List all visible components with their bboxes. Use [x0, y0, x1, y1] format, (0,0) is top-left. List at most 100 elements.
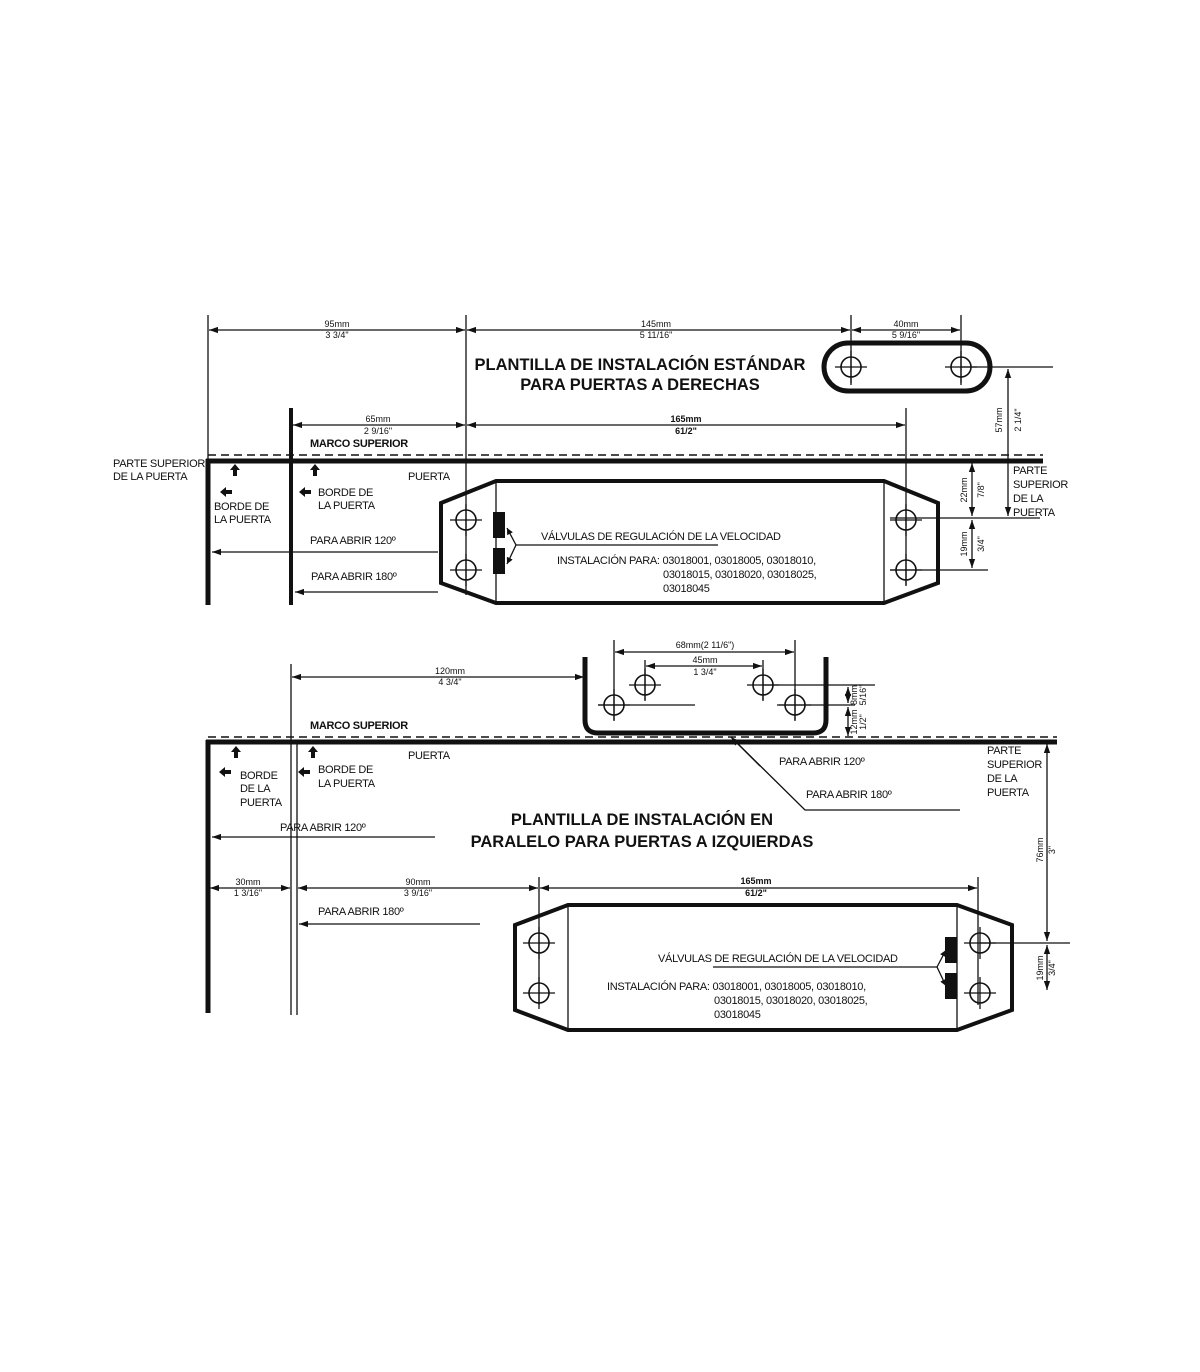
marco-superior-label: MARCO SUPERIOR: [310, 438, 408, 450]
valvulas-label: VÁLVULAS DE REGULACIÓN DE LA VELOCIDAD: [541, 530, 781, 543]
label-text: 2 1/4": [1013, 408, 1023, 431]
door-closer-body: VÁLVULAS DE REGULACIÓN DE LA VELOCIDAD I…: [439, 479, 940, 605]
label-text: 1/2": [858, 714, 868, 730]
dimension-40mm: 40mm 5 9/16": [852, 319, 960, 340]
dimension-145mm: 145mm 5 11/16": [467, 319, 850, 340]
marco-superior-label: MARCO SUPERIOR: [310, 720, 408, 732]
dimension-76mm: 76mm 3": [1035, 744, 1057, 941]
title-line-1: PLANTILLA DE INSTALACIÓN EN: [511, 810, 773, 829]
label-text: PARA ABRIR 120º: [779, 756, 865, 768]
label-text: 12mm: [849, 709, 859, 734]
dimension-57mm: 57mm 2 1/4": [994, 369, 1023, 516]
mounting-hole-icon: [963, 976, 997, 1010]
label-text: DE LA: [1013, 493, 1044, 505]
dimension-68mm: 68mm(2 11/6"): [615, 640, 794, 656]
label-text: 165mm: [670, 414, 701, 424]
label-text: 5 9/16": [892, 330, 920, 340]
label-text: 7/8": [976, 482, 986, 498]
dimension-45mm: 45mm 1 3/4": [646, 655, 762, 677]
label-text: DE LA: [987, 773, 1018, 785]
label-text: 165mm: [740, 876, 771, 886]
bracket-pointer-arrow: [730, 736, 761, 767]
label-text: 1 3/16": [234, 888, 262, 898]
label-text: 22mm: [959, 477, 969, 502]
label-text: 3/4": [976, 536, 986, 552]
dimension-120mm: 120mm 4 3/4": [292, 666, 584, 687]
up-arrow-icon: [230, 464, 240, 476]
label-text: SUPERIOR: [987, 759, 1042, 771]
label-text: 8mm: [849, 685, 859, 705]
label-text: PARA ABRIR 180º: [318, 906, 404, 918]
label-text: 1 3/4": [693, 667, 716, 677]
label-text: 90mm: [405, 877, 430, 887]
label-text: 3 3/4": [325, 330, 348, 340]
dimension-65mm: 65mm 2 9/16": [293, 414, 465, 436]
label-text: PARA ABRIR 180º: [311, 571, 397, 583]
label-text: 2 9/16": [364, 426, 392, 436]
label-text: PARA ABRIR 180º: [806, 789, 892, 801]
dimension-90mm: 90mm 3 9/16": [298, 877, 538, 898]
label-text: BORDE DE: [318, 487, 373, 499]
label-text: 61/2": [745, 888, 767, 898]
label-text: 5 11/16": [640, 330, 673, 340]
label-text: PARA ABRIR 120º: [280, 822, 366, 834]
label-text: PUERTA: [240, 797, 283, 809]
label-text: 19mm: [1035, 955, 1045, 980]
label-text: PARA ABRIR 120º: [310, 535, 396, 547]
up-arrow-icon: [308, 746, 318, 758]
dimension-8mm-12mm: 8mm 5/16" 12mm 1/2": [844, 685, 868, 736]
label-text: LA PUERTA: [318, 500, 376, 512]
mounting-hole-icon: [834, 350, 868, 384]
left-arrow-icon: [299, 487, 311, 497]
label-text: 65mm: [365, 414, 390, 424]
label-text: DE LA PUERTA: [113, 471, 188, 483]
label-text: BORDE: [240, 770, 278, 782]
mounting-hole-icon: [522, 926, 556, 960]
label-text: PUERTA: [987, 787, 1030, 799]
left-arrow-icon: [219, 767, 231, 777]
label-text: 57mm: [994, 407, 1004, 432]
left-arrow-icon: [220, 487, 232, 497]
label-text: 03018015, 03018020, 03018025,: [663, 569, 817, 581]
label-text: DE LA: [240, 783, 271, 795]
puerta-label: PUERTA: [408, 471, 451, 483]
parallel-bracket: [582, 640, 875, 736]
title-line-2: PARALELO PARA PUERTAS A IZQUIERDAS: [471, 833, 814, 851]
standard-template-right-doors: 95mm 3 3/4" 145mm 5 11/16" 40mm 5 9/16" …: [113, 315, 1069, 605]
label-text: 30mm: [235, 877, 260, 887]
label-text: 95mm: [324, 319, 349, 329]
label-text: 03018045: [663, 583, 710, 595]
label-text: 145mm: [641, 319, 671, 329]
label-text: BORDE DE: [318, 764, 373, 776]
label-text: LA PUERTA: [318, 778, 376, 790]
label-text: LA PUERTA: [214, 514, 272, 526]
label-text: 40mm: [893, 319, 918, 329]
mounting-hole-icon: [449, 553, 483, 587]
label-text: PARTE: [987, 745, 1021, 757]
label-text: SUPERIOR: [1013, 479, 1068, 491]
label-text: 4 3/4": [438, 677, 461, 687]
label-text: 19mm: [959, 531, 969, 556]
dimension-19mm: 19mm 3/4": [959, 520, 986, 568]
dimension-19mm: 19mm 3/4": [1035, 945, 1057, 990]
label-text: 3/4": [1047, 960, 1057, 976]
label-text: BORDE DE: [214, 501, 269, 513]
valvulas-label: VÁLVULAS DE REGULACIÓN DE LA VELOCIDAD: [658, 952, 898, 965]
parallel-template-left-doors: 68mm(2 11/6") 45mm 1 3/4" 8mm 5/16" 12mm…: [205, 640, 1070, 1032]
mounting-hole-icon: [449, 503, 483, 537]
up-arrow-icon: [231, 746, 241, 758]
slot-bracket: [821, 340, 1053, 394]
label-text: 45mm: [692, 655, 717, 665]
label-text: 120mm: [435, 666, 465, 676]
dimension-95mm: 95mm 3 3/4": [209, 319, 465, 340]
door-closer-body: VÁLVULAS DE REGULACIÓN DE LA VELOCIDAD I…: [513, 903, 1070, 1032]
label-text: 03018015, 03018020, 03018025,: [714, 995, 868, 1007]
label-text: 5/16": [858, 685, 868, 706]
left-arrow-icon: [298, 767, 310, 777]
label-text: 03018045: [714, 1009, 761, 1021]
mounting-hole-icon: [889, 503, 923, 537]
up-arrow-icon: [310, 464, 320, 476]
dimension-165mm: 165mm 61/2": [540, 876, 977, 898]
speed-valve: [493, 548, 505, 574]
